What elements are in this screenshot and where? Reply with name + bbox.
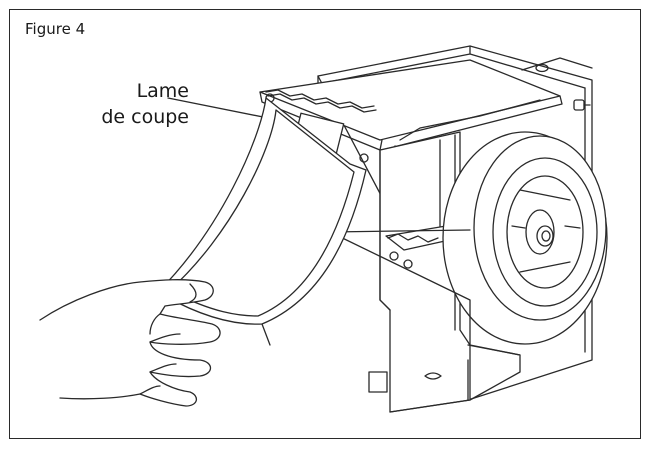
hand-illustration <box>39 279 221 407</box>
callout-line-2: de coupe <box>101 106 189 128</box>
callout-line-1: Lame <box>136 80 189 102</box>
cutting-blade-callout: Lame de coupe <box>79 78 189 130</box>
paper-sheet-illustration <box>157 97 367 346</box>
base-foot <box>329 229 471 346</box>
figure-label: Figure 4 <box>25 20 86 38</box>
side-bracket <box>467 344 521 401</box>
tape-roll-illustration <box>442 131 608 345</box>
figure-frame <box>9 9 641 439</box>
